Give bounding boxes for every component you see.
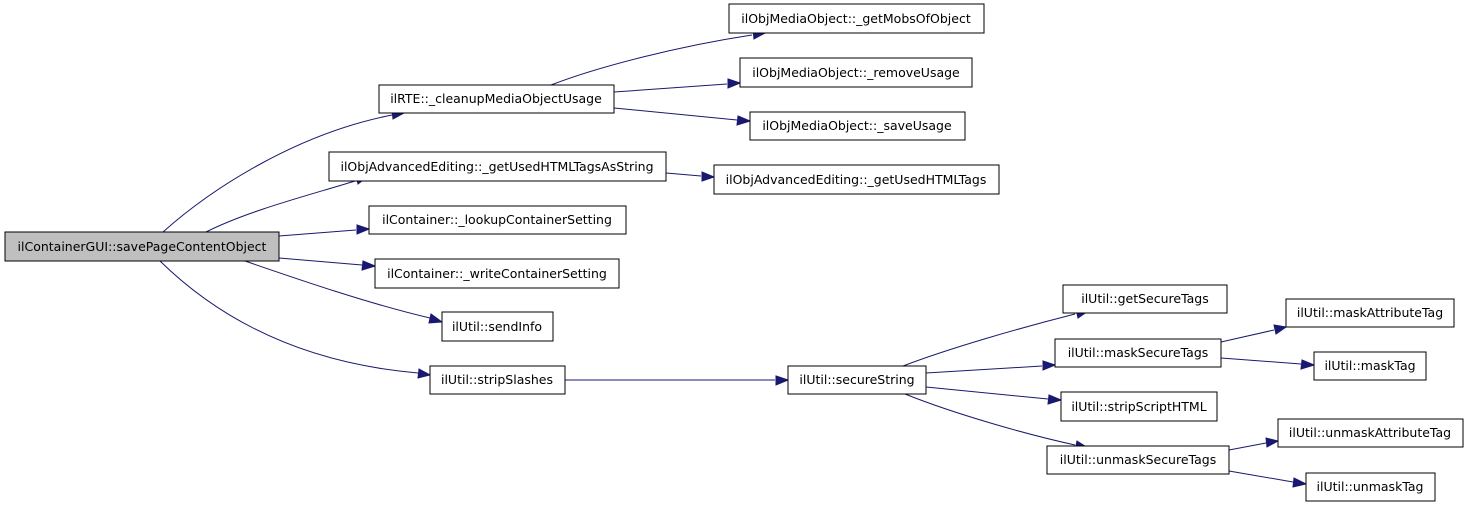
- node-cont-write[interactable]: ilContainer::_writeContainerSetting: [374, 258, 620, 289]
- node-mob-save[interactable]: ilObjMediaObject::_saveUsage: [749, 111, 966, 141]
- edge-adv_get_string-to-adv_get_tags: [665, 171, 716, 182]
- arrowhead-icon: [1292, 477, 1308, 488]
- arrowhead-icon: [1300, 359, 1316, 370]
- edge-util_unmask_secure_tags-to-util_unmask_tag: [1228, 470, 1308, 488]
- arrowhead-icon: [1042, 360, 1057, 371]
- edge-util_mask_secure_tags-to-util_mask_tag: [1220, 357, 1316, 370]
- edge-line: [1228, 442, 1267, 451]
- edge-util_secure_string-to-util_strip_script: [925, 386, 1063, 405]
- node-mob-remove-label: ilObjMediaObject::_removeUsage: [752, 65, 960, 80]
- edge-root-to-adv_get_string: [205, 174, 369, 233]
- edge-line: [902, 313, 1076, 367]
- edge-line: [613, 83, 728, 93]
- edge-line: [1228, 470, 1294, 483]
- arrowhead-icon: [1047, 394, 1063, 405]
- node-util-get-secure-tags-label: ilUtil::getSecureTags: [1081, 291, 1209, 306]
- node-util-strip-script-label: ilUtil::stripScriptHTML: [1071, 399, 1206, 414]
- edge-line: [665, 172, 702, 177]
- node-adv-get-string-label: ilObjAdvancedEditing::_getUsedHTMLTagsAs…: [340, 159, 653, 174]
- edge-rte_cleanup-to-mob_save: [613, 107, 752, 126]
- node-util-mask-tag[interactable]: ilUtil::maskTag: [1313, 351, 1427, 381]
- arrowhead-icon: [428, 313, 444, 324]
- edge-root-to-cont_lookup: [278, 224, 371, 237]
- edge-util_mask_secure_tags-to-util_mask_attr_tag: [1220, 324, 1288, 343]
- edge-util_secure_string-to-util_mask_secure_tags: [925, 360, 1057, 374]
- arrowhead-icon: [1265, 437, 1280, 448]
- node-mob-remove[interactable]: ilObjMediaObject::_removeUsage: [739, 57, 973, 88]
- arrowhead-icon: [356, 224, 371, 235]
- arrowhead-icon: [736, 115, 752, 126]
- node-util-get-secure-tags[interactable]: ilUtil::getSecureTags: [1062, 284, 1228, 314]
- edge-line: [244, 260, 431, 319]
- node-adv-get-tags-label: ilObjAdvancedEditing::_getUsedHTMLTags: [726, 172, 987, 187]
- node-util-unmask-attr-tag[interactable]: ilUtil::unmaskAttributeTag: [1277, 418, 1464, 448]
- node-adv-get-tags[interactable]: ilObjAdvancedEditing::_getUsedHTMLTags: [713, 164, 1000, 195]
- edge-line: [550, 34, 753, 86]
- arrowhead-icon: [775, 375, 790, 386]
- node-util-strip[interactable]: ilUtil::stripSlashes: [429, 365, 566, 395]
- node-util-strip-label: ilUtil::stripSlashes: [441, 372, 553, 387]
- edge-line: [613, 107, 738, 121]
- edge-line: [925, 365, 1043, 374]
- node-util-unmask-tag-label: ilUtil::unmaskTag: [1317, 479, 1424, 494]
- arrowhead-icon: [727, 78, 742, 89]
- node-util-unmask-secure-tags[interactable]: ilUtil::unmaskSecureTags: [1046, 445, 1230, 475]
- edge-line: [278, 229, 357, 237]
- node-root-label: ilContainerGUI::savePageContentObject: [18, 239, 267, 254]
- node-rte-cleanup[interactable]: ilRTE::_cleanupMediaObjectUsage: [378, 84, 615, 114]
- edge-util_strip-to-util_secure_string: [565, 375, 790, 386]
- edge-line: [205, 180, 356, 233]
- edge-line: [1220, 329, 1275, 343]
- node-util-secure-string-label: ilUtil::secureString: [799, 372, 914, 387]
- node-util-mask-secure-tags-label: ilUtil::maskSecureTags: [1068, 345, 1209, 360]
- node-util-mask-secure-tags[interactable]: ilUtil::maskSecureTags: [1054, 338, 1222, 368]
- edge-line: [162, 114, 393, 233]
- edge-util_unmask_secure_tags-to-util_unmask_attr_tag: [1228, 437, 1280, 451]
- node-util-unmask-secure-tags-label: ilUtil::unmaskSecureTags: [1060, 452, 1216, 467]
- edge-rte_cleanup-to-mob_remove: [613, 78, 742, 93]
- node-root[interactable]: ilContainerGUI::savePageContentObject: [4, 231, 280, 262]
- arrowhead-icon: [361, 260, 377, 271]
- node-cont-lookup-label: ilContainer::_lookupContainerSetting: [382, 212, 612, 227]
- node-util-unmask-tag[interactable]: ilUtil::unmaskTag: [1305, 472, 1436, 502]
- edge-root-to-util_sendinfo: [244, 260, 444, 324]
- arrowhead-icon: [701, 171, 716, 182]
- edge-line: [904, 393, 1076, 446]
- node-mob-get[interactable]: ilObjMediaObject::_getMobsOfObject: [728, 3, 985, 34]
- arrowhead-icon: [417, 368, 432, 379]
- edge-line: [278, 257, 363, 266]
- node-util-strip-script[interactable]: ilUtil::stripScriptHTML: [1060, 391, 1218, 422]
- node-rte-cleanup-label: ilRTE::_cleanupMediaObjectUsage: [390, 91, 602, 106]
- node-cont-lookup[interactable]: ilContainer::_lookupContainerSetting: [368, 205, 627, 235]
- node-util-secure-string[interactable]: ilUtil::secureString: [787, 365, 927, 395]
- edge-line: [925, 386, 1049, 400]
- node-util-sendinfo-label: ilUtil::sendInfo: [452, 319, 542, 334]
- node-mob-get-label: ilObjMediaObject::_getMobsOfObject: [741, 11, 971, 26]
- edge-root-to-util_strip: [159, 260, 432, 379]
- node-util-mask-tag-label: ilUtil::maskTag: [1324, 358, 1415, 373]
- edge-line: [159, 260, 419, 374]
- node-util-mask-attr-tag[interactable]: ilUtil::maskAttributeTag: [1285, 298, 1455, 328]
- edge-rte_cleanup-to-mob_get: [550, 29, 767, 86]
- node-util-unmask-attr-tag-label: ilUtil::unmaskAttributeTag: [1289, 425, 1451, 440]
- node-adv-get-string[interactable]: ilObjAdvancedEditing::_getUsedHTMLTagsAs…: [328, 151, 667, 182]
- arrowhead-icon: [1273, 324, 1288, 335]
- edge-line: [1220, 357, 1302, 365]
- edge-root-to-cont_write: [278, 257, 377, 271]
- node-cont-write-label: ilContainer::_writeContainerSetting: [387, 266, 607, 281]
- node-util-sendinfo[interactable]: ilUtil::sendInfo: [441, 311, 554, 342]
- node-mob-save-label: ilObjMediaObject::_saveUsage: [762, 118, 952, 133]
- node-util-mask-attr-tag-label: ilUtil::maskAttributeTag: [1297, 305, 1443, 320]
